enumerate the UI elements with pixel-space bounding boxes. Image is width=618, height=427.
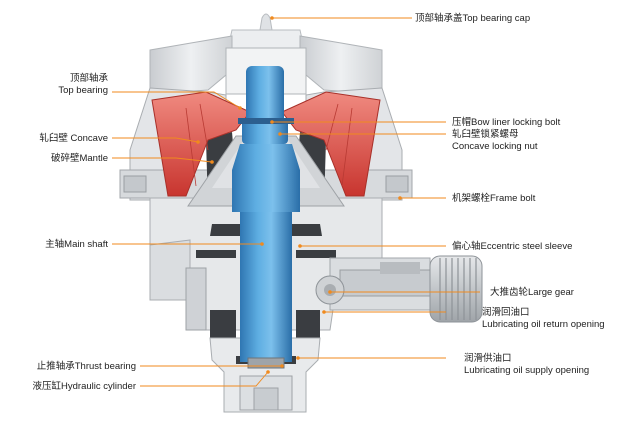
callout-labels: 顶部轴承盖Top bearing cap 顶部轴承 Top bearing 压帽…: [33, 12, 605, 392]
label-concave-nut-en: Concave locking nut: [452, 141, 538, 152]
leader-dots: [196, 16, 402, 374]
label-hydraulic-cylinder: 液压缸Hydraulic cylinder: [33, 380, 136, 392]
spider-arms: [149, 35, 233, 93]
label-top-bearing-cn: 顶部轴承: [70, 72, 109, 84]
label-main-shaft: 主轴Main shaft: [45, 238, 108, 250]
concave-liner: [151, 91, 381, 197]
label-top-bearing-cap: 顶部轴承盖Top bearing cap: [415, 12, 530, 24]
label-mantle: 破碎壁Mantle: [51, 152, 108, 164]
label-top-bearing-en: Top bearing: [58, 85, 108, 96]
label-oil-return-cn: 润滑回油口: [482, 306, 530, 318]
label-oil-return-en: Lubricating oil return opening: [482, 319, 605, 330]
label-eccentric-sleeve: 偏心轴Eccentric steel sleeve: [452, 240, 572, 252]
top-bearing-cap-part: [227, 29, 305, 49]
label-frame-bolt: 机架螺栓Frame bolt: [452, 192, 536, 204]
leader-lines: [112, 17, 480, 387]
label-oil-supply-cn: 润滑供油口: [464, 352, 512, 364]
label-bowl-liner-bolt: 压帽Bow liner locking bolt: [452, 116, 561, 128]
label-large-gear: 大推齿轮Large gear: [490, 286, 574, 298]
label-concave-nut-cn: 轧臼壁锁紧螺母: [452, 128, 519, 140]
label-thrust-bearing: 止推轴承Thrust bearing: [37, 360, 136, 372]
main-shaft-part: [232, 66, 300, 362]
label-concave: 轧臼壁 Concave: [39, 132, 108, 144]
thrust-bearing-part: [247, 357, 285, 369]
label-oil-supply-en: Lubricating oil supply opening: [464, 365, 589, 376]
